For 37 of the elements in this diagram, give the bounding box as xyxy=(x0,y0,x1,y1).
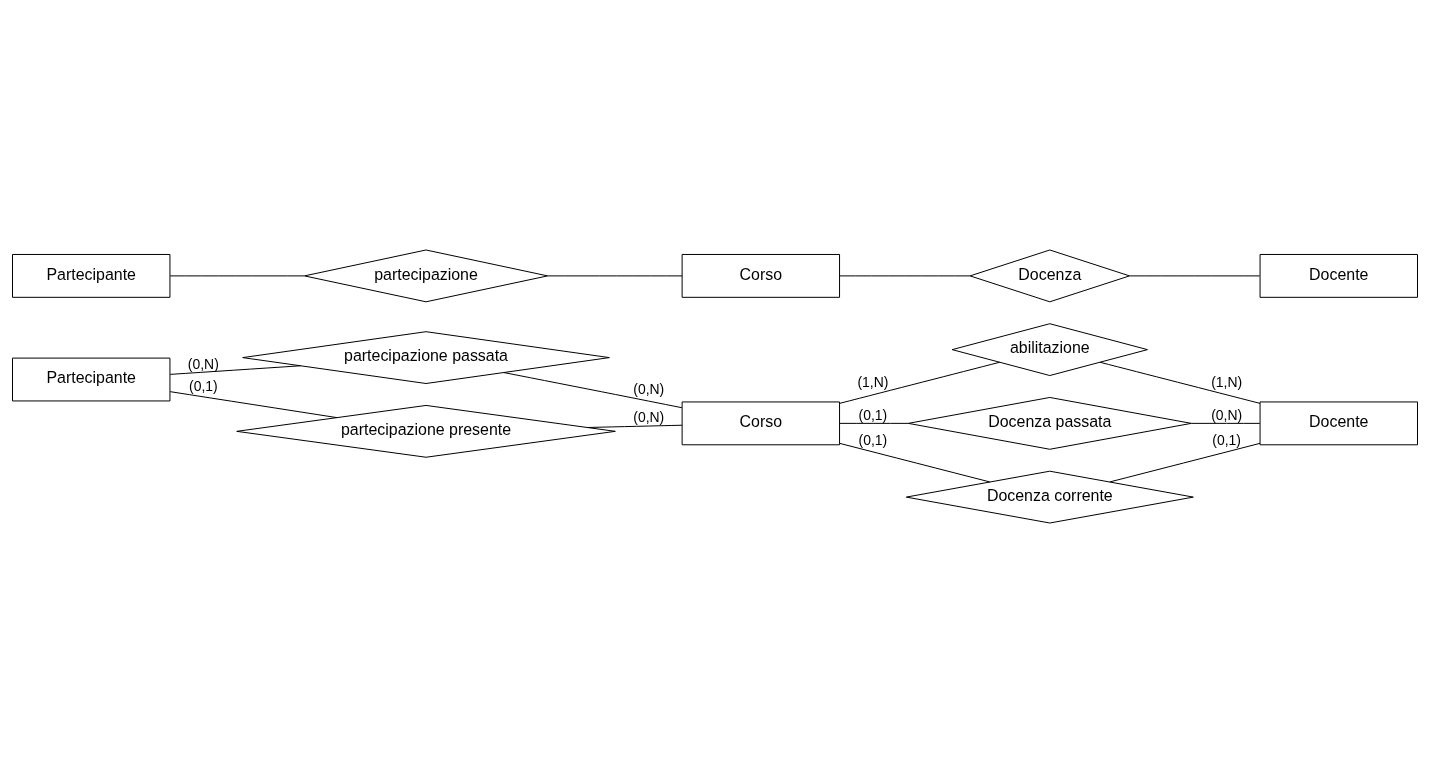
connector xyxy=(587,424,683,428)
connector xyxy=(169,391,338,419)
node-box: Partecipante xyxy=(12,253,171,298)
node-diamond: partecipazione presente xyxy=(236,404,616,458)
edge-label: (0,N) xyxy=(633,408,665,425)
connector xyxy=(1109,442,1261,483)
connector xyxy=(503,372,683,409)
connector xyxy=(169,275,305,277)
edge-label: (1,N) xyxy=(1211,373,1243,390)
node-diamond: Docenza passata xyxy=(907,396,1192,450)
edge-label: (0,1) xyxy=(858,406,888,423)
node-diamond: Docenza xyxy=(969,249,1130,303)
node-box: Corso xyxy=(681,401,841,446)
connector xyxy=(169,365,302,375)
edge-label: (0,N) xyxy=(1211,406,1243,423)
node-diamond: partecipazione xyxy=(303,249,549,303)
edge-label: (1,N) xyxy=(857,373,889,390)
edge-label: (0,1) xyxy=(188,377,218,394)
node-box: Docente xyxy=(1259,401,1418,446)
connector xyxy=(1099,361,1261,404)
connector xyxy=(547,275,683,277)
node-diamond: abilitazione xyxy=(951,323,1148,377)
edge-label: (0,1) xyxy=(858,432,888,449)
edge-label: (0,N) xyxy=(633,380,665,397)
connector xyxy=(1129,275,1261,277)
connector xyxy=(839,422,909,424)
connector xyxy=(839,275,971,277)
connector xyxy=(839,442,991,483)
node-diamond: Docenza corrente xyxy=(905,470,1194,524)
node-box: Partecipante xyxy=(12,357,171,402)
edge-label: (0,N) xyxy=(187,355,219,372)
connector xyxy=(839,361,1001,404)
node-diamond: partecipazione passata xyxy=(242,331,610,384)
edge-label: (0,1) xyxy=(1212,432,1242,449)
connector xyxy=(1190,422,1261,424)
node-box: Corso xyxy=(681,253,841,298)
node-box: Docente xyxy=(1259,253,1418,298)
